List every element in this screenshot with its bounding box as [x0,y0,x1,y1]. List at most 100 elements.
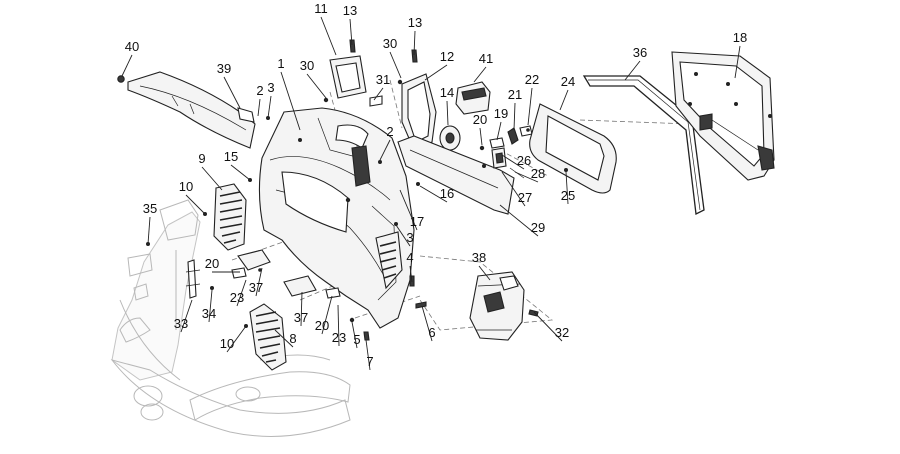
callout-leader-line [257,98,261,117]
callout-c10a: 10 [179,179,206,215]
callout-number: 8 [289,331,296,346]
part-panel-24 [529,103,617,194]
callout-c23b: 23 [332,304,346,347]
callout-number: 31 [376,72,390,87]
callout-c37b: 37 [294,291,308,327]
callout-c36: 36 [624,45,647,81]
callout-c22: 22 [525,72,539,126]
callout-number: 5 [353,332,360,347]
callout-c14: 14 [440,85,454,126]
part-lid-18 [671,51,775,181]
callout-leader-line [499,204,539,237]
callout-number: 30 [383,36,397,51]
callout-leader-line [223,76,241,109]
callout-c17: 17 [399,189,424,231]
callout-c23a: 23 [230,279,247,307]
callout-leader-line [399,189,418,231]
callout-c1: 1 [277,56,301,131]
callout-number: 2 [256,83,263,98]
callout-c13b: 13 [408,15,422,56]
callout-c24: 24 [559,74,575,111]
callout-c11: 11 [314,1,337,56]
callout-number: 26 [517,153,531,168]
callout-c7: 7 [365,339,374,371]
callout-number: 10 [179,179,193,194]
part-clip-31 [369,95,383,107]
loose-screws [146,116,539,341]
callout-leader-line [147,216,151,245]
callout-c37a: 37 [249,267,263,297]
callout-number: 34 [202,306,216,321]
callout-leader-line [395,224,411,247]
callout-number: 23 [230,290,244,305]
screws-top [323,39,418,103]
callout-leader-line [527,87,533,126]
callout-c16: 16 [419,185,454,203]
callout-number: 13 [408,15,422,30]
callout-number: 10 [220,336,234,351]
callout-leader-line [201,166,223,191]
callout-c34: 34 [202,289,216,323]
part-grill-upper-9 [213,183,247,251]
callout-leader-line [236,279,247,307]
callout-number: 13 [343,3,357,18]
callout-c38: 38 [472,250,491,281]
callout-c26: 26 [501,153,531,170]
callout-number: 22 [525,72,539,87]
callout-c12: 12 [424,49,454,81]
callout-number: 24 [561,74,575,89]
callout-c28: 28 [514,166,545,183]
callout-number: 23 [332,330,346,345]
callout-number: 30 [300,58,314,73]
callout-leader-line [409,265,413,283]
callout-c21: 21 [508,87,522,131]
callout-c31: 31 [373,72,390,101]
callout-number: 4 [406,250,413,265]
callout-c39: 39 [217,61,241,109]
callout-leader-line [351,321,358,349]
callout-leader-line [379,139,391,161]
callout-c33: 33 [174,299,193,333]
callout-number: 7 [366,354,373,369]
callout-c20a: 20 [473,112,487,146]
callout-leader-line [559,89,569,111]
callout-c10b: 10 [220,325,247,353]
callout-number: 32 [555,325,569,340]
callout-number: 29 [531,220,545,235]
callout-number: 33 [174,316,188,331]
callout-leader-line [389,51,402,79]
callout-leader-line [180,299,193,333]
part-gasket-36 [582,75,705,215]
callout-leader-line [424,64,448,81]
callout-leader-line [446,100,449,126]
callout-leader-line [349,18,353,46]
callout-c4: 4 [406,250,414,283]
part-front-shield [258,107,415,329]
part-lid-29 [397,135,515,215]
callout-number: 15 [224,149,238,164]
callout-c18: 18 [733,30,747,79]
callout-number: 37 [249,280,263,295]
callout-c40: 40 [121,39,139,77]
callout-number: 16 [440,186,454,201]
callout-leader-line [419,185,448,203]
callout-c13a: 13 [343,3,357,46]
part-clip-39 [237,107,255,123]
part-socket-41 [455,81,491,115]
callout-c15: 15 [224,149,251,181]
part-latch-assembly [479,125,533,179]
part-grill-lower-8 [249,303,287,371]
callout-leader-line [320,16,337,56]
callout-c6: 6 [421,305,436,342]
part-cover-11 [329,55,367,99]
callout-number: 1 [277,56,284,71]
callout-c20c: 20 [315,295,333,335]
callout-leader-line [478,265,491,281]
callout-leader-line [479,127,483,146]
callout-number: 28 [531,166,545,181]
callout-number: 12 [440,49,454,64]
callout-c25: 25 [561,171,575,205]
callout-number: 11 [314,1,328,16]
callout-c29: 29 [499,204,545,237]
